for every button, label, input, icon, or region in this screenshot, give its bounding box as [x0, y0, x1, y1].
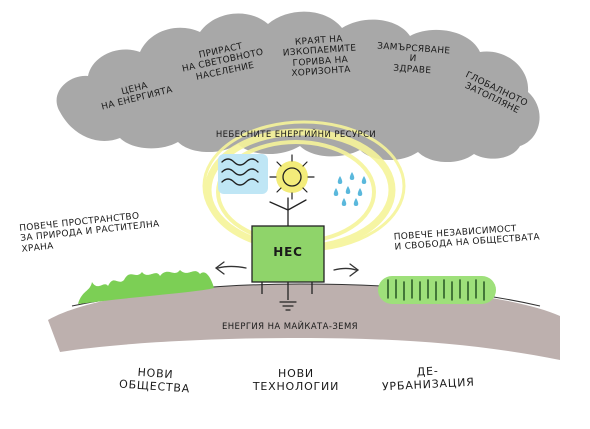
ground-symbol-icon	[279, 301, 297, 311]
bottom-label-new-technologies: НОВИ ТЕХНОЛОГИИ	[252, 367, 340, 393]
earth-energy-label: ЕНЕРГИЯ НА МАЙКАТА-ЗЕМЯ	[221, 322, 358, 332]
cloud-label-fossil-fuels: КРАЯТ НА ИЗКОПАЕМИТЕ ГОРИВА НА ХОРИЗОНТА	[282, 34, 357, 80]
people-icons	[387, 279, 485, 301]
turbine-icon	[269, 197, 307, 227]
sun-icon	[269, 154, 315, 200]
cloud-label-pollution-health: ЗАМЪРСЯВАНЕ И ЗДРАВЕ	[376, 41, 451, 76]
arrow-left	[214, 261, 247, 275]
people-band	[378, 276, 496, 304]
grass-left	[78, 270, 214, 304]
rain-icon	[333, 172, 367, 206]
arrow-right	[333, 263, 360, 277]
wind-icon	[218, 154, 268, 194]
issues-cloud	[56, 11, 540, 163]
hes-box	[251, 225, 325, 283]
hes-label: НЕС	[273, 245, 303, 259]
resources-label: НЕБЕСНИТЕ ЕНЕРГИЙНИ РЕСУРСИ	[215, 130, 377, 140]
hes-legs	[261, 282, 313, 300]
